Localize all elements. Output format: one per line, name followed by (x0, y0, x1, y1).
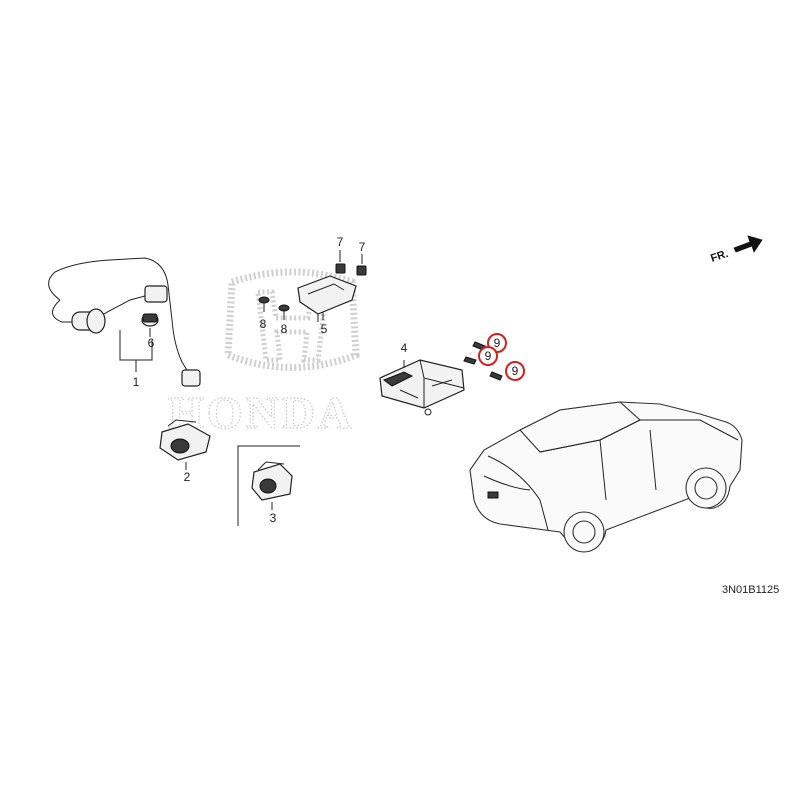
screw-part-a (258, 296, 270, 312)
part-number-7a: 7 (337, 235, 344, 249)
part-number-6: 6 (148, 336, 155, 350)
part-3-bracket (237, 445, 300, 526)
camera-bracket-part (297, 275, 357, 322)
watermark-h-emblem (224, 268, 360, 371)
wire-harness-part (48, 257, 201, 387)
camera-control-unit-part (379, 359, 465, 416)
screw-part-9b (463, 356, 477, 365)
callout-circle-9c (505, 361, 525, 381)
part-number-8a: 8 (260, 317, 267, 331)
clip-part-b (356, 265, 367, 276)
part-number-2: 2 (184, 470, 191, 484)
camera-variant-part (251, 461, 293, 501)
rear-camera-part (159, 419, 211, 461)
diagram-code: 3N01B1125 (722, 584, 779, 596)
callout-9a: 9 (494, 336, 501, 350)
vehicle-outline (469, 401, 743, 553)
grommet-part (141, 313, 159, 327)
watermark-h-letter (255, 289, 329, 363)
part-number-4: 4 (401, 341, 408, 355)
callout-9c: 9 (512, 364, 519, 378)
part-number-3: 3 (270, 511, 277, 525)
part-number-7b: 7 (359, 240, 366, 254)
callout-circle-9b (478, 346, 498, 366)
callout-9b: 9 (485, 349, 492, 363)
clip-part-a (335, 263, 346, 274)
screw-part-9c (489, 371, 503, 381)
front-arrow-icon (733, 235, 763, 253)
front-direction-indicator: FR. (709, 235, 763, 265)
part-number-8b: 8 (281, 322, 288, 336)
screw-part-b (278, 304, 290, 320)
front-label: FR. (709, 248, 730, 265)
part-number-5: 5 (321, 322, 328, 336)
part-number-1: 1 (133, 375, 140, 389)
